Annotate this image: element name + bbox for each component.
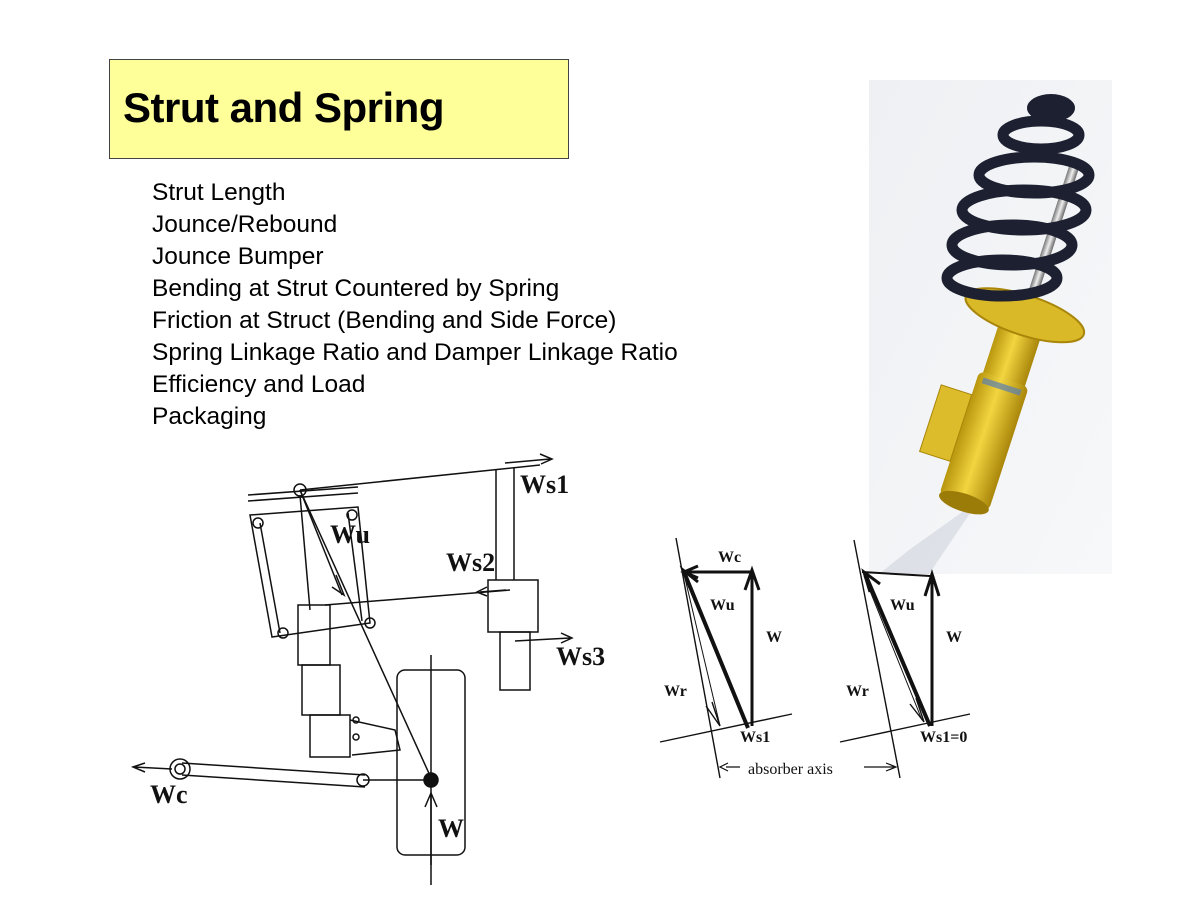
right-wu-vector — [864, 575, 932, 727]
topic-list: Strut Length Jounce/Rebound Jounce Bumpe… — [152, 177, 678, 433]
linkage-diagram: Ws1 Wu Ws2 Ws3 Wc W — [130, 453, 605, 885]
list-item: Jounce Bumper — [152, 243, 324, 270]
left-ground-line — [659, 713, 793, 743]
right-w-label: W — [946, 629, 962, 646]
damper-tube — [297, 604, 331, 666]
left-wu-label: Wu — [710, 597, 735, 614]
left-wc-label: Wc — [718, 549, 741, 566]
axis-dimension-arrow-right — [864, 762, 898, 772]
w-label: W — [438, 814, 464, 843]
absorber-axis-label: absorber axis — [748, 761, 833, 778]
left-w-label: W — [766, 629, 782, 646]
force-vector-diagram: Wc Wu W Wr Ws1 Wu W Wr Ws1=0 absorber ax… — [659, 537, 971, 779]
left-wc-vector — [680, 564, 752, 580]
ws2-label: Ws2 — [446, 548, 495, 577]
ws3-label: Ws3 — [556, 642, 605, 671]
list-item: Jounce/Rebound — [152, 211, 338, 238]
right-wr-vector — [863, 575, 923, 721]
wu-force-line — [299, 489, 343, 596]
strut-photo — [869, 80, 1112, 574]
right-top-line — [861, 571, 931, 577]
list-item: Packaging — [152, 403, 267, 430]
coil-spring — [941, 115, 1095, 302]
spring-strut-right — [495, 467, 515, 580]
left-wr-vector — [683, 573, 721, 727]
axis-dimension-arrow-left — [718, 762, 740, 772]
left-ws1-label: Ws1 — [740, 729, 770, 746]
slide-title: Strut and Spring — [123, 84, 445, 131]
list-item: Friction at Struct (Bending and Side For… — [152, 307, 617, 334]
left-w-vector — [743, 565, 761, 726]
ws1-force-line — [299, 464, 541, 491]
left-wu-vector — [682, 571, 750, 729]
left-wr-label: Wr — [664, 683, 687, 700]
list-item: Strut Length — [152, 179, 286, 206]
strut-housing — [249, 506, 371, 638]
damper-lower — [309, 714, 351, 758]
ws1-label: Ws1 — [520, 470, 569, 499]
arm-bushing — [169, 758, 191, 780]
wc-arrow — [130, 762, 173, 773]
list-item: Bending at Strut Countered by Spring — [152, 275, 560, 302]
right-wu-label: Wu — [890, 597, 915, 614]
strut-shadow — [879, 500, 979, 574]
wu-label: Wu — [330, 520, 370, 549]
wc-label: Wc — [150, 780, 188, 809]
damper-rod — [299, 494, 311, 611]
list-item: Spring Linkage Ratio and Damper Linkage … — [152, 339, 678, 366]
title-box: Strut and Spring — [109, 59, 569, 159]
w-arrow — [424, 791, 438, 885]
right-ws1-label: Ws1=0 — [920, 729, 967, 746]
right-w-vector — [923, 569, 941, 726]
ws3-arrow — [514, 632, 574, 644]
lower-control-arm — [181, 762, 366, 788]
ws1-arrow — [504, 453, 554, 465]
strut-body — [918, 163, 1086, 515]
list-item: Efficiency and Load — [152, 371, 366, 398]
right-wr-label: Wr — [846, 683, 869, 700]
top-mount — [1027, 94, 1075, 122]
right-absorber-axis-line — [853, 539, 901, 779]
right-ground-line — [839, 713, 971, 743]
left-absorber-axis-line — [675, 537, 721, 779]
